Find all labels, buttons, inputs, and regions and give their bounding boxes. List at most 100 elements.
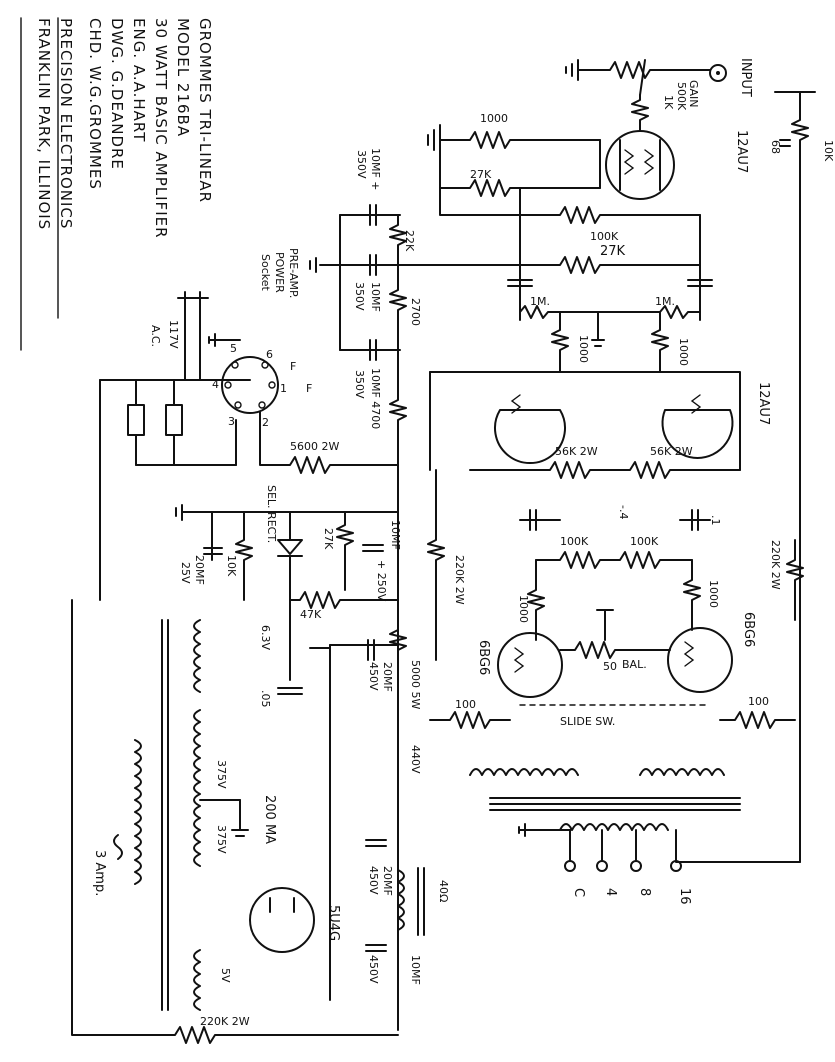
socket-label: Socket bbox=[259, 254, 272, 292]
input-jack bbox=[709, 64, 727, 82]
tap-4-label: 4 bbox=[603, 888, 618, 896]
r-10k-b-label: 10K bbox=[225, 555, 238, 577]
tube-5u4g-label: 5U4G bbox=[326, 905, 341, 941]
c-20mf-b-label: 20MF bbox=[381, 866, 394, 896]
r-27k-b-label: 27K bbox=[600, 244, 626, 259]
title-line-1: GROMMES TRI-LINEAR bbox=[196, 18, 214, 203]
tube-6bg6-b-label: 6BG6 bbox=[741, 612, 756, 647]
v-350-c-label: 350V bbox=[353, 370, 366, 399]
pre-amp-label: PRE-AMP. bbox=[287, 248, 300, 298]
r-56k-b-label: 56K 2W bbox=[650, 445, 693, 458]
fuse-3-amp bbox=[113, 834, 123, 860]
r-5600-label: 5600 2W bbox=[290, 440, 339, 453]
r-1k-label: 1K bbox=[662, 95, 675, 110]
gain-value: 500K bbox=[675, 82, 688, 111]
title-line-7: PRECISION ELECTRONICS bbox=[57, 18, 75, 229]
v-350-b-label: 350V bbox=[353, 282, 366, 311]
c-10mf-350-a-label: 10MF + bbox=[369, 148, 382, 191]
c-1-label: .1 bbox=[709, 515, 722, 526]
filament-winding bbox=[193, 619, 201, 693]
hv-winding bbox=[193, 709, 201, 867]
r-56k-a-label: 56K 2W bbox=[555, 445, 598, 458]
slide-sw-label: SLIDE SW. bbox=[560, 715, 615, 728]
c-20mf-450-label: 20MF bbox=[381, 662, 394, 692]
ac-plug bbox=[177, 291, 209, 381]
title-line-6: CHD. W.G.GROMMES bbox=[86, 18, 104, 190]
c-10mf-b-label: 10MF bbox=[369, 282, 382, 312]
r-50-label: 50 bbox=[603, 660, 617, 673]
tube-6bg6-a bbox=[497, 632, 563, 698]
v-375-a-label: 375V bbox=[215, 760, 228, 789]
tube-5u4g bbox=[249, 887, 315, 953]
tube-12au7-top-label: 12AU7 bbox=[734, 130, 749, 173]
v-5-label: 5V bbox=[219, 968, 232, 983]
r-100k-a-label: 100K bbox=[590, 230, 619, 243]
gain-pot bbox=[577, 61, 711, 79]
selenium-rectifier bbox=[277, 539, 303, 555]
fuse-2 bbox=[165, 404, 183, 436]
r-220k-b-label: 220K 2W bbox=[769, 540, 782, 590]
title-line-4: ENG. A.A.HART bbox=[130, 18, 148, 142]
r-1000-b-label: 1000 bbox=[577, 335, 590, 363]
v-450-b-label: 450V bbox=[367, 866, 380, 895]
tube-6bg6-b bbox=[667, 627, 733, 693]
input-label: INPUT bbox=[738, 58, 753, 97]
gain-label: GAIN bbox=[687, 80, 700, 108]
r-1000-c-label: 1000 bbox=[677, 338, 690, 366]
decoupling-network: 10MF + 350V 22K 10MF 350V 2700 10MF 4700… bbox=[309, 148, 422, 1031]
sel-rect-label: SEL. RECT. bbox=[265, 485, 278, 543]
filter-choke bbox=[397, 869, 405, 931]
tap-c-label: C bbox=[571, 888, 586, 897]
c-10mf-c-label: 10MF 4700 bbox=[369, 368, 382, 429]
r-1000-d-label: 1000 bbox=[517, 595, 530, 623]
r-27k-a-label: 27K bbox=[470, 168, 492, 181]
r-27k-c-label: 27K bbox=[322, 528, 335, 550]
title-block: GROMMES TRI-LINEAR MODEL 216BA 30 WATT B… bbox=[20, 17, 214, 351]
primary-winding bbox=[134, 739, 142, 885]
v-63-label: 6.3V bbox=[259, 625, 272, 650]
pin-4-label: 4 bbox=[212, 378, 219, 391]
phase-inverter-tube: 12AU7 56K 2W 56K 2W bbox=[429, 371, 771, 479]
r-5000-label: 5000 5W bbox=[409, 660, 422, 709]
r-1m-b-label: 1M. bbox=[655, 295, 675, 308]
v-117-label: 117V bbox=[167, 320, 180, 349]
output-transformer-primary bbox=[469, 768, 725, 776]
title-line-2: MODEL 216BA bbox=[174, 18, 192, 137]
r-100k-b-label: 100K bbox=[560, 535, 589, 548]
title-line-5: DWG. G.DEANDRE bbox=[108, 18, 126, 170]
v-25-label: 25V bbox=[179, 562, 192, 584]
phase-inverter-input: 27K 1M. 1M. 1000 1000 bbox=[399, 187, 713, 373]
pin-3-label: 3 bbox=[228, 415, 235, 428]
title-line-3: 30 WATT BASIC AMPLIFIER bbox=[152, 18, 170, 239]
r-47k-label: 47K bbox=[300, 608, 322, 621]
r-1m-a-label: 1M. bbox=[530, 295, 550, 308]
tube-6bg6-a-label: 6BG6 bbox=[476, 640, 491, 675]
r-100-b-label: 100 bbox=[748, 695, 769, 708]
r-100k-c-label: 100K bbox=[630, 535, 659, 548]
bal-label: BAL. bbox=[622, 658, 647, 671]
v-450-a-label: 450V bbox=[367, 662, 380, 691]
r-2700-label: 2700 bbox=[409, 298, 422, 326]
bias-supply: SEL. RECT. 20MF 25V 10K 27K 10MF + 250V … bbox=[175, 485, 402, 681]
c-20mf-25-label: 20MF bbox=[193, 555, 206, 585]
v-250-label: + 250V bbox=[375, 560, 388, 602]
r-10k-input-label: 10K bbox=[822, 140, 835, 162]
r-220k-c-label: 220K 2W bbox=[200, 1015, 250, 1028]
power-socket-section: PRE-AMP. POWER Socket 5 6 4 3 1 2 F F 11… bbox=[99, 248, 399, 601]
v-350-a-label: 350V bbox=[355, 150, 368, 179]
v-450-c-label: 450V bbox=[367, 955, 380, 984]
r-1000-e-label: 1000 bbox=[707, 580, 720, 608]
c-68-label: 68 bbox=[769, 140, 782, 154]
tube-12au7-mid-label: 12AU7 bbox=[756, 382, 771, 425]
c-4-label: -.4 bbox=[617, 505, 630, 519]
pin-f2-label: F bbox=[306, 382, 312, 395]
v-375-b-label: 375V bbox=[215, 825, 228, 854]
pin-1-label: 1 bbox=[280, 382, 287, 395]
output-transformer-secondary bbox=[559, 823, 669, 831]
pin-5-label: 5 bbox=[230, 342, 237, 355]
r-1000-a-label: 1000 bbox=[480, 112, 508, 125]
input-stage: INPUT GAIN 500K 1K 12AU7 10K 68 bbox=[565, 58, 835, 863]
ac-label: A.C. bbox=[149, 325, 162, 347]
title-line-8: FRANKLIN PARK, ILLINOIS bbox=[35, 18, 53, 230]
